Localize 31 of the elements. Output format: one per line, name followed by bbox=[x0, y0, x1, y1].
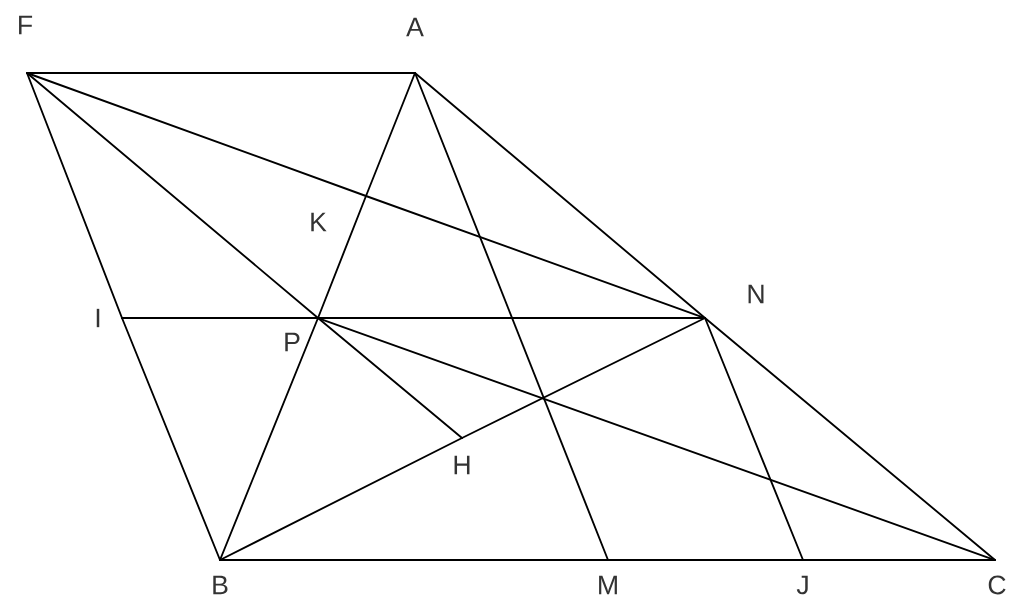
point-label: J bbox=[796, 575, 808, 595]
point-label: C bbox=[988, 575, 1006, 595]
line-segment bbox=[26, 72, 416, 74]
line-segment bbox=[317, 317, 706, 319]
line-segment bbox=[121, 317, 319, 319]
line-segment bbox=[317, 317, 463, 439]
point-label: N bbox=[748, 284, 764, 304]
point-label: P bbox=[285, 332, 300, 352]
point-label: I bbox=[96, 308, 100, 328]
line-segment bbox=[317, 195, 367, 319]
line-segment bbox=[704, 317, 996, 561]
line-segment bbox=[414, 72, 706, 319]
line-segment bbox=[219, 317, 319, 561]
line-segment bbox=[414, 72, 609, 561]
line-segment bbox=[26, 72, 123, 319]
point-label: H bbox=[454, 455, 470, 475]
line-segment bbox=[607, 559, 804, 561]
line-segment bbox=[461, 317, 706, 439]
point-label: M bbox=[599, 575, 617, 595]
line-segment bbox=[802, 559, 996, 561]
line-segment bbox=[704, 317, 804, 561]
line-segment bbox=[219, 559, 609, 561]
line-segment bbox=[219, 437, 463, 561]
point-label: K bbox=[311, 212, 327, 232]
line-segment bbox=[26, 72, 319, 319]
point-label: F bbox=[19, 15, 33, 35]
line-segment bbox=[121, 317, 221, 561]
line-segment bbox=[365, 72, 416, 197]
point-label: A bbox=[406, 17, 424, 37]
point-label: B bbox=[213, 575, 228, 595]
line-segment bbox=[26, 72, 367, 197]
